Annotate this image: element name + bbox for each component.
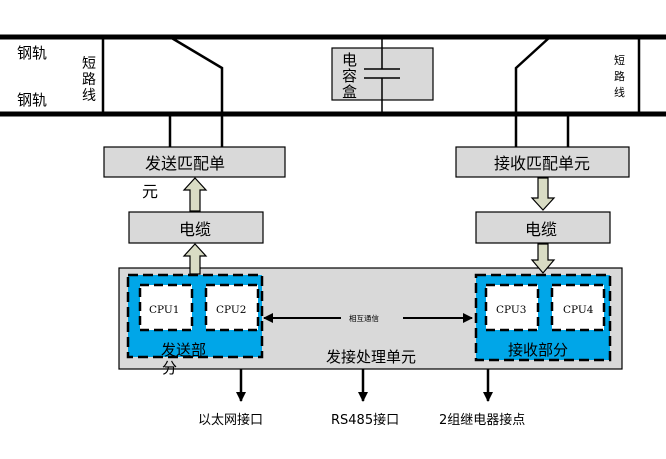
svg-text:盒: 盒 (342, 83, 357, 101)
rs485-port-label: RS485接口 (331, 412, 399, 428)
tx-match-label-line1: 发送匹配单 (145, 154, 225, 173)
rx-arrow-upper (530, 177, 556, 211)
cpu2-box (204, 283, 260, 332)
svg-text:短: 短 (614, 53, 625, 67)
short-line-right-label: 短 路 线 (614, 53, 625, 99)
rx-match-box (455, 146, 630, 178)
tx-wire-top (169, 35, 224, 147)
svg-text:容: 容 (342, 67, 357, 85)
cpu2-label: CPU2 (216, 304, 246, 316)
mutual-comm-label: 相互通信 (349, 313, 379, 323)
svg-text:路: 路 (614, 70, 625, 83)
rail-bottom-label: 钢轨 (17, 91, 47, 109)
svg-text:线: 线 (82, 88, 96, 104)
tx-match-box (103, 146, 286, 178)
svg-text:线: 线 (614, 85, 625, 99)
svg-text:短: 短 (82, 56, 96, 72)
tx-match-label-line2: 元 (142, 182, 158, 201)
cpu3-box (484, 283, 540, 332)
short-line-left-label: 短 路 线 (82, 56, 96, 104)
send-group-label-line2: 分 (162, 359, 177, 377)
relay-port-label: 2组继电器接点 (439, 412, 525, 428)
svg-text:电: 电 (342, 51, 357, 69)
processor-label: 发接处理单元 (326, 348, 416, 366)
send-group-label-line1: 发送部 (161, 341, 206, 359)
cpu4-box (550, 283, 606, 332)
cable-left-label: 电缆 (179, 220, 211, 239)
cpu1-label: CPU1 (149, 304, 179, 316)
cpu4-label: CPU4 (563, 304, 594, 316)
tx-arrow-upper (182, 177, 208, 212)
rail-top-label: 钢轨 (17, 44, 47, 62)
tx-arrow-lower (182, 243, 208, 275)
cpu1-box (138, 283, 194, 332)
ethernet-port-label: 以太网接口 (198, 412, 263, 428)
recv-group-label: 接收部分 (508, 341, 568, 359)
rx-wire-top (514, 36, 551, 147)
rx-match-label: 接收匹配单元 (494, 154, 590, 173)
svg-text:路: 路 (82, 72, 96, 88)
cable-right-box (475, 211, 611, 244)
cpu3-label: CPU3 (496, 304, 526, 316)
cable-right-label: 电缆 (525, 220, 557, 239)
capacitor-label: 电 容 盒 (342, 51, 357, 101)
cable-left-box (128, 211, 264, 244)
rx-arrow-lower (530, 243, 556, 274)
